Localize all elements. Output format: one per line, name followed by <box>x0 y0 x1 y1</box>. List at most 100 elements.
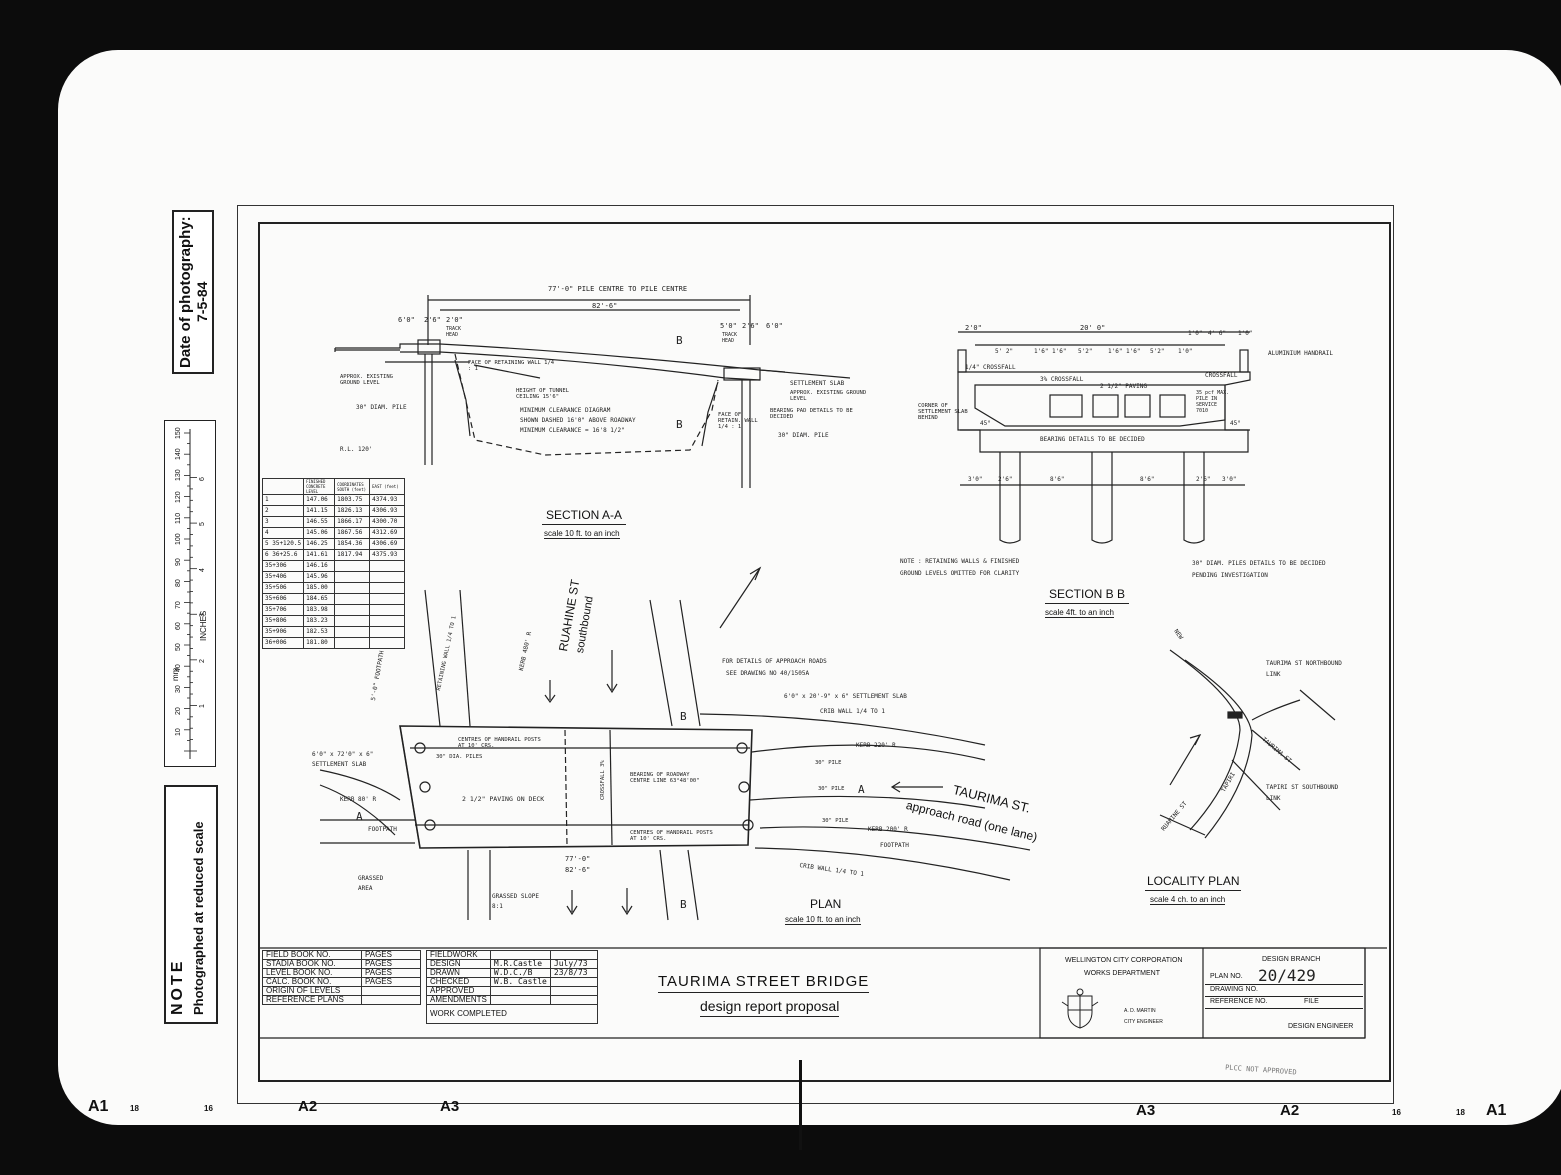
plan-crib-top: CRIB WALL 1/4 TO 1 <box>820 708 886 715</box>
section-bb-dim-bottom: 8'6" <box>1140 476 1155 483</box>
plan-handrail-top: CENTRES OF HANDRAIL POSTS AT 10' CRS. <box>458 737 541 749</box>
reference-label: REFERENCE NO. <box>1210 998 1268 1005</box>
section-aa-dim-left: 6'0" <box>398 316 415 324</box>
section-bb-note: 3% CROSSFALL <box>1040 376 1084 383</box>
table-cell: 4306.69 <box>369 538 406 550</box>
table-cell: 145.06 <box>303 527 336 539</box>
margin-mark: 18 <box>1456 1108 1465 1117</box>
table-cell: 146.25 <box>303 538 336 550</box>
table-cell <box>489 995 551 1005</box>
table-cell <box>549 986 598 996</box>
section-bb-dim-bottom: 3'0" <box>1222 476 1237 483</box>
table-cell: 1803.75 <box>334 494 371 506</box>
section-bb-dim: 2'0" <box>965 324 982 332</box>
table-cell: 146.55 <box>303 516 336 528</box>
table-cell <box>334 571 371 583</box>
margin-mark: 16 <box>204 1104 213 1113</box>
center-fold-line <box>799 1060 802 1150</box>
table-cell: 141.61 <box>303 549 336 561</box>
plan-slab-top: 6'0" x 20'-9" x 6" SETTLEMENT SLAB <box>784 693 907 700</box>
section-aa-note: MINIMUM CLEARANCE DIAGRAM <box>520 407 611 414</box>
section-bb-dim-row2: 5'2" <box>1078 348 1093 355</box>
plan-kerb-left: KERB 80' R <box>340 796 377 803</box>
table-cell: 5 35+120.5 <box>261 538 305 550</box>
margin-mark: A2 <box>298 1098 318 1115</box>
table-row: AMENDMENTS <box>426 995 598 1005</box>
section-bb-dim-row2: 1'0" <box>1178 348 1193 355</box>
table-header: COORDINATES SOUTH (feet) <box>334 478 371 495</box>
table-cell: 4374.93 <box>369 494 406 506</box>
plan-grassed-area: GRASSED AREA <box>358 875 384 892</box>
plan-slab-left: 6'0" x 72'0" x 6" SETTLEMENT SLAB <box>312 751 374 768</box>
section-bb-note: CORNER OF SETTLEMENT SLAB BEHIND <box>918 403 968 421</box>
margin-mark: A1 <box>1486 1102 1507 1119</box>
section-aa-b-marker: B <box>676 418 683 431</box>
drawing-outer-frame <box>237 205 1394 1104</box>
plan-no-underline <box>1205 984 1363 985</box>
table-cell: 4312.69 <box>369 527 406 539</box>
plan-b-marker: B <box>680 898 687 911</box>
table-cell <box>361 986 421 996</box>
table-cell: REFERENCE PLANS <box>262 995 362 1005</box>
margin-mark: A1 <box>88 1098 109 1115</box>
section-bb-note: 45° <box>980 420 991 427</box>
section-aa-track-right: TRACK HEAD <box>722 332 738 344</box>
table-header-row: FINISHED CONCRETE LEVEL COORDINATES SOUT… <box>261 478 406 495</box>
section-bb-note: BEARING DETAILS TO BE DECIDED <box>1040 436 1145 443</box>
section-aa-scale: scale 10 ft. to an inch <box>544 529 620 539</box>
section-bb-graphic <box>957 331 1251 544</box>
table-cell <box>334 615 371 627</box>
table-header: FINISHED CONCRETE LEVEL <box>303 478 336 495</box>
section-bb-dim-top: 20' 0" <box>1080 324 1106 332</box>
plan-section-a: A <box>858 783 865 796</box>
section-aa-dim-right: 5'0" <box>720 322 737 330</box>
table-cell <box>369 571 406 583</box>
table-cell: 35+606 <box>261 593 305 605</box>
table-cell: 35+506 <box>261 582 305 594</box>
section-bb-dim-bottom: 3'0" <box>968 476 983 483</box>
plan-no-label: PLAN NO. <box>1210 973 1243 980</box>
section-aa-note: R.L. 120' <box>340 446 373 453</box>
table-cell <box>549 995 598 1005</box>
section-bb-note: CROSSFALL <box>1205 372 1238 379</box>
section-aa-dim-left: 2'6" <box>424 316 441 324</box>
table-cell: 35+406 <box>261 571 305 583</box>
plan-approach-note: FOR DETAILS OF APPROACH ROADS <box>722 658 827 665</box>
table-cell <box>361 995 421 1005</box>
table-header <box>261 478 305 495</box>
section-bb-main-note: NOTE : RETAINING WALLS & FINISHED GROUND… <box>900 558 1020 577</box>
table-cell: 3 <box>261 516 305 528</box>
drawing-subtitle: design report proposal <box>700 998 840 1017</box>
table-cell <box>334 560 371 572</box>
table-cell: 35+906 <box>261 626 305 638</box>
table-cell <box>334 626 371 638</box>
corp-line-2: WORKS DEPARTMENT <box>1084 970 1160 977</box>
section-bb-dim-row2: 1'6" <box>1052 348 1067 355</box>
section-bb-dim: 1'0" <box>1188 330 1203 337</box>
section-bb-dim-row2: 5' 2" <box>995 348 1014 355</box>
plan-pile-label: 30" PILE <box>815 760 842 766</box>
section-bb-piles-note: 30" DIAM. PILES DETAILS TO BE DECIDED PE… <box>1192 560 1326 579</box>
table-cell: 183.98 <box>303 604 336 616</box>
table-cell: W.B. Castle <box>489 977 551 987</box>
plan-kerb-top: KERB 220' R <box>856 742 896 749</box>
locality-plan-graphic <box>1159 649 1336 839</box>
locality-taurima-link: TAURIMA ST NORTHBOUND LINK <box>1266 660 1342 678</box>
table-cell <box>334 593 371 605</box>
section-bb-note: 45° <box>1230 420 1241 427</box>
drawing-no-underline <box>1205 996 1363 997</box>
section-aa-note: 30" DIAM. PILE <box>778 432 829 439</box>
table-cell: AMENDMENTS <box>426 995 491 1005</box>
section-aa-note: MINIMUM CLEARANCE = 16'8 1/2" <box>520 427 625 434</box>
table-cell <box>334 582 371 594</box>
table-cell: 4300.70 <box>369 516 406 528</box>
plan-section-a: A <box>356 810 363 823</box>
table-cell <box>549 977 598 987</box>
table-cell: 182.53 <box>303 626 336 638</box>
